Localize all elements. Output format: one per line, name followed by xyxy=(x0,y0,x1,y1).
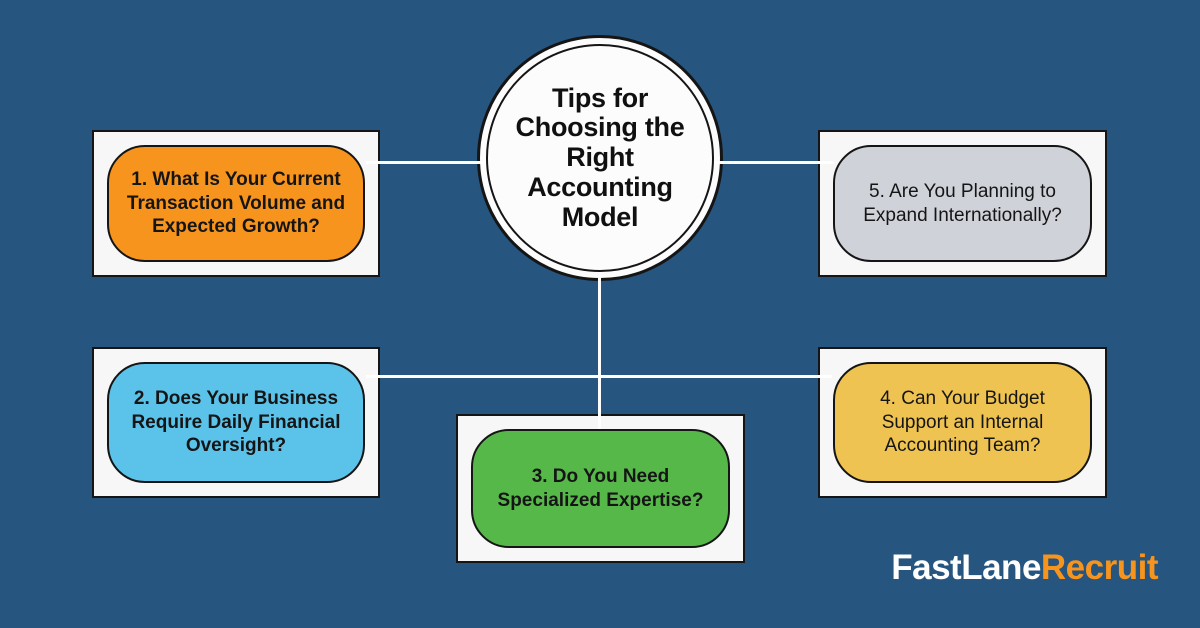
connector-circle-to-node5 xyxy=(714,161,834,164)
node-label-5: 5. Are You Planning to Expand Internatio… xyxy=(863,180,1062,226)
node-label-1: 1. What Is Your Current Transaction Volu… xyxy=(126,169,346,238)
logo-recruit: Recruit xyxy=(1040,548,1159,587)
center-circle: Tips for Choosing the Right Accounting M… xyxy=(477,35,723,281)
brand-logo: FastLaneRecruit xyxy=(891,548,1158,588)
connector-circle-to-node3 xyxy=(598,272,601,429)
node-pill-5: 5. Are You Planning to Expand Internatio… xyxy=(833,145,1092,262)
node-label-2: 2. Does Your Business Require Daily Fina… xyxy=(131,388,341,457)
node-box-5: 5. Are You Planning to Expand Internatio… xyxy=(818,130,1107,277)
node-box-1: 1. What Is Your Current Transaction Volu… xyxy=(92,130,380,277)
node-pill-4: 4. Can Your Budget Support an Internal A… xyxy=(833,362,1092,483)
node-pill-1: 1. What Is Your Current Transaction Volu… xyxy=(107,145,365,262)
diagram-title: Tips for Choosing the Right Accounting M… xyxy=(515,82,685,232)
node-box-3: 3. Do You Need Specialized Expertise? xyxy=(456,414,745,563)
node-label-4: 4. Can Your Budget Support an Internal A… xyxy=(880,388,1045,457)
node-box-4: 4. Can Your Budget Support an Internal A… xyxy=(818,347,1107,498)
node-pill-2: 2. Does Your Business Require Daily Fina… xyxy=(107,362,365,483)
node-box-2: 2. Does Your Business Require Daily Fina… xyxy=(92,347,380,498)
center-circle-inner-ring: Tips for Choosing the Right Accounting M… xyxy=(486,44,714,272)
logo-fastlane: FastLane xyxy=(891,548,1041,587)
connector-circle-to-node1 xyxy=(366,161,486,164)
node-pill-3: 3. Do You Need Specialized Expertise? xyxy=(471,429,730,548)
node-label-3: 3. Do You Need Specialized Expertise? xyxy=(497,465,704,511)
